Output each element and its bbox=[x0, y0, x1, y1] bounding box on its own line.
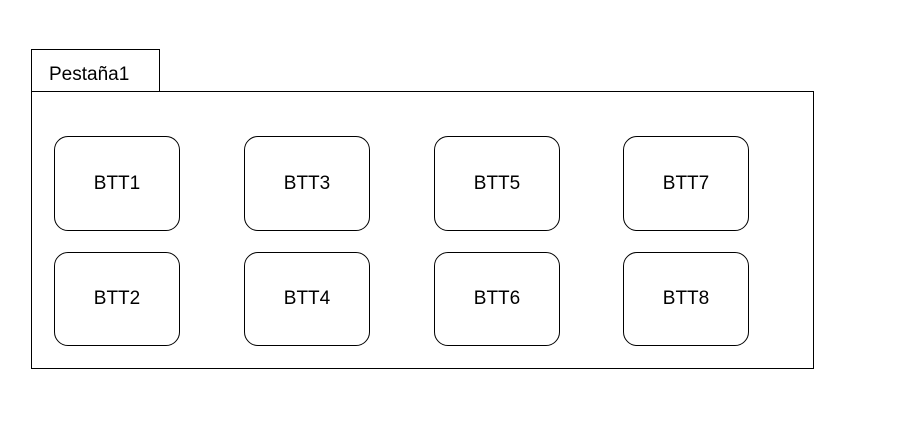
button-label: BTT4 bbox=[283, 288, 331, 309]
btt5-button[interactable]: BTT5 bbox=[434, 136, 560, 231]
btt7-button[interactable]: BTT7 bbox=[623, 136, 749, 231]
button-label: BTT6 bbox=[473, 288, 521, 309]
tab-panel: BTT1 BTT2 BTT3 BTT4 BTT5 BTT6 BTT7 BTT8 bbox=[31, 91, 814, 369]
btt4-button[interactable]: BTT4 bbox=[244, 252, 370, 346]
button-label: BTT2 bbox=[93, 288, 141, 309]
button-label: BTT7 bbox=[662, 172, 710, 194]
btt3-button[interactable]: BTT3 bbox=[244, 136, 370, 231]
btt8-button[interactable]: BTT8 bbox=[623, 252, 749, 346]
tab-pestana1[interactable]: Pestaña1 bbox=[31, 49, 160, 91]
button-label: BTT8 bbox=[662, 288, 710, 309]
btt1-button[interactable]: BTT1 bbox=[54, 136, 180, 231]
button-label: BTT5 bbox=[473, 172, 521, 194]
btt6-button[interactable]: BTT6 bbox=[434, 252, 560, 346]
button-label: BTT1 bbox=[93, 172, 141, 194]
btt2-button[interactable]: BTT2 bbox=[54, 252, 180, 346]
tab-label: Pestaña1 bbox=[49, 64, 130, 85]
button-label: BTT3 bbox=[283, 172, 331, 194]
